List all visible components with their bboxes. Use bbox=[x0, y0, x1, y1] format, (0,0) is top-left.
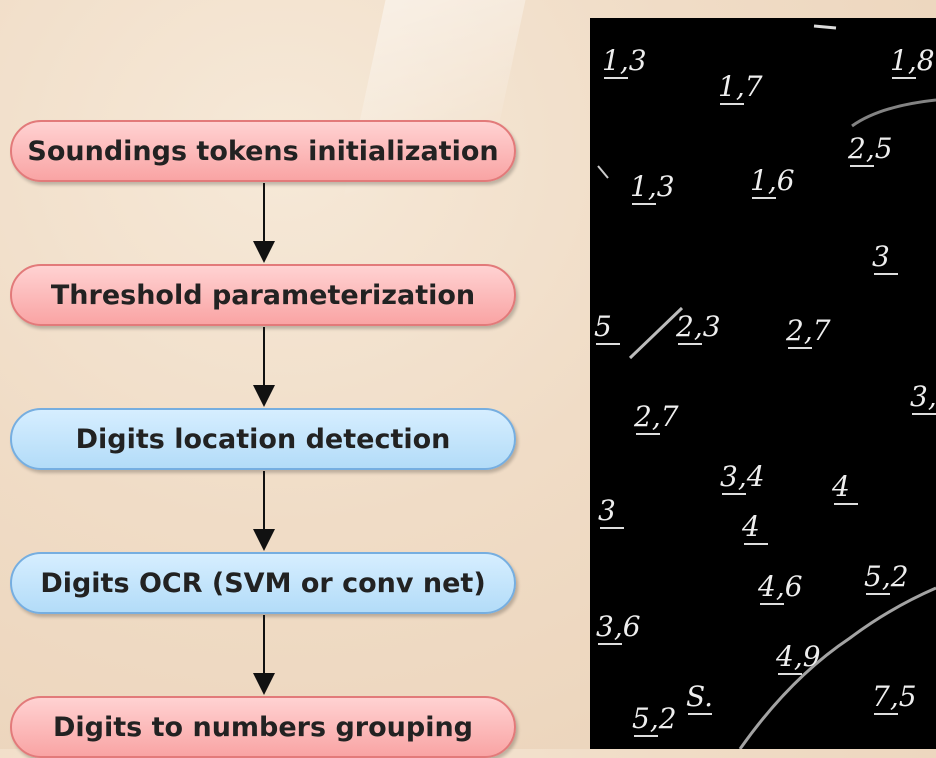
sounding-label: 3, bbox=[910, 380, 936, 413]
flow-step-location-detection: Digits location detection bbox=[10, 408, 516, 470]
flow-step-threshold: Threshold parameterization bbox=[10, 264, 516, 326]
sounding-label: 5,2 bbox=[864, 560, 909, 593]
flow-arrow bbox=[253, 615, 275, 695]
flow-step-label: Threshold parameterization bbox=[50, 279, 476, 311]
sounding-label: 2,7 bbox=[633, 400, 679, 433]
sounding-label: 5 bbox=[594, 310, 612, 343]
sounding-label: 1,8 bbox=[890, 44, 935, 77]
flowchart: Soundings tokens initialization Threshol… bbox=[10, 120, 516, 758]
sounding-label: 1,6 bbox=[750, 164, 795, 197]
sounding-label: 3 bbox=[872, 240, 890, 273]
sounding-label: 4 bbox=[831, 470, 850, 503]
sounding-label: 1,3 bbox=[630, 170, 675, 203]
sounding-label: 4,6 bbox=[757, 570, 803, 603]
flow-arrow bbox=[253, 471, 275, 551]
sounding-label: 4 bbox=[741, 510, 760, 543]
sounding-label: 2,5 bbox=[847, 132, 893, 165]
sounding-label: 3 bbox=[598, 494, 616, 527]
sounding-label: 7,5 bbox=[872, 680, 917, 713]
flow-step-tokens-init: Soundings tokens initialization bbox=[10, 120, 516, 182]
flow-step-label: Digits to numbers grouping bbox=[52, 711, 474, 743]
nautical-chart-image: 1,3 1,7 1,8 2,5 1,3 1,6 3 5 2,3 2,7 2,7 3, 3,4 4 3 4 4,6… bbox=[590, 18, 936, 749]
flow-step-grouping: Digits to numbers grouping bbox=[10, 696, 516, 758]
sounding-label: 5,2 bbox=[632, 702, 677, 735]
flow-step-label: Digits location detection bbox=[75, 423, 451, 455]
sounding-label: 2,3 bbox=[675, 310, 721, 343]
flow-arrow bbox=[253, 327, 275, 407]
flow-step-label: Soundings tokens initialization bbox=[27, 135, 499, 167]
sounding-label: 2,7 bbox=[785, 314, 831, 347]
sounding-label: 3,6 bbox=[596, 610, 641, 643]
sounding-label: 1,7 bbox=[718, 70, 763, 103]
flow-step-ocr: Digits OCR (SVM or conv net) bbox=[10, 552, 516, 614]
sounding-label: S. bbox=[686, 680, 713, 713]
sounding-label: 4,9 bbox=[775, 640, 821, 673]
sounding-label: 1,3 bbox=[602, 44, 647, 77]
flow-step-label: Digits OCR (SVM or conv net) bbox=[40, 567, 486, 599]
sounding-label: 3,4 bbox=[720, 460, 765, 493]
soundings-canvas: 1,3 1,7 1,8 2,5 1,3 1,6 3 5 2,3 2,7 2,7 3, 3,4 4 3 4 4,6… bbox=[594, 24, 936, 749]
flow-arrow bbox=[253, 183, 275, 263]
